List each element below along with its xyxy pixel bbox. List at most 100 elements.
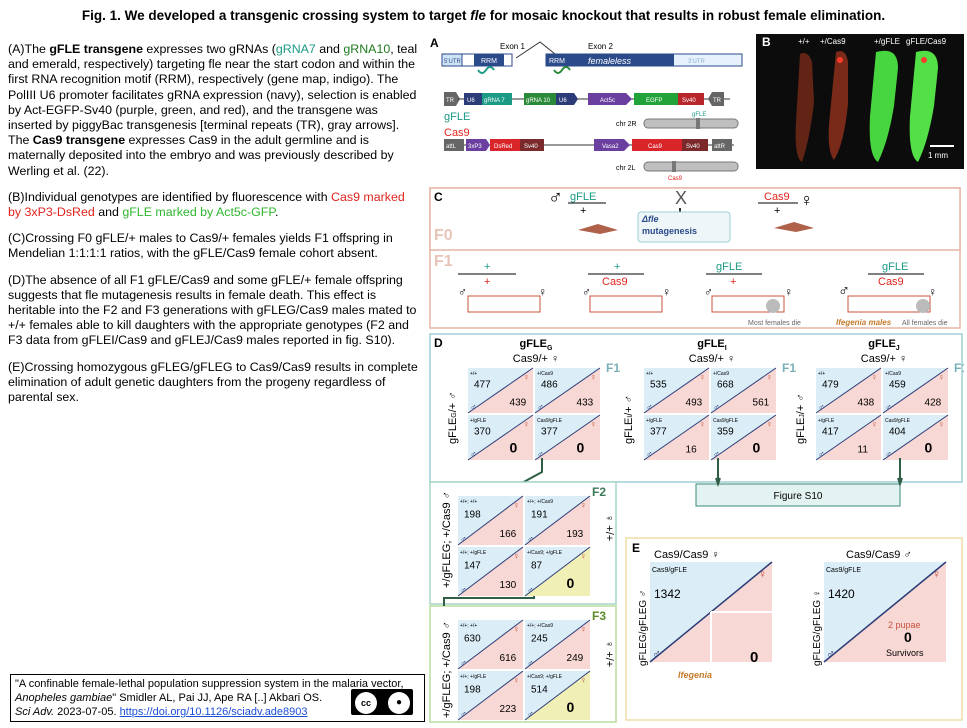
svg-text:♀: ♀ <box>662 285 671 299</box>
male-symbol: ♂ <box>548 187 563 209</box>
cas9-construct-label: Cas9 <box>444 127 470 139</box>
f2-male-br: 87 <box>531 560 543 571</box>
act5c-box: Act5c <box>600 98 615 104</box>
f1-c2-bot: Cas9 <box>602 276 628 288</box>
f1-header-0: gFLEG <box>520 338 554 352</box>
svg-text:♂: ♂ <box>460 534 467 544</box>
legend-a: (A)The gFLE transgene expresses two gRNA… <box>8 42 418 178</box>
cas9-box: Cas9 <box>648 144 663 150</box>
mutagenesis-label: mutagenesis <box>642 226 697 236</box>
f1-0-geno-tr: +/Cas9 <box>537 371 553 377</box>
f1-1-geno-tl: +/+ <box>646 371 653 377</box>
f1-y-label-2: gFLEJ/+ ♂ <box>795 393 807 444</box>
svg-text:♂: ♂ <box>527 585 534 595</box>
f1-0-geno-br: Cas9/gFLE <box>537 418 563 424</box>
figure-legend: (A)The gFLE transgene expresses two gRNA… <box>8 42 418 416</box>
svg-text:♀: ♀ <box>938 372 945 382</box>
svg-text:♀: ♀ <box>766 372 773 382</box>
chr2l-label: chr 2L <box>616 165 636 172</box>
svg-text:♀: ♀ <box>938 419 945 429</box>
svg-text:♀: ♀ <box>580 624 587 634</box>
svg-text:♂: ♂ <box>527 658 534 668</box>
f1-label: F1 <box>434 253 453 270</box>
cc-by-license-badge: cc ● <box>351 689 413 715</box>
dfle-label: Δfle <box>641 214 659 224</box>
svg-text:F1: F1 <box>782 361 796 375</box>
f3-geno-bl: +/+; +/gFLE <box>460 674 487 680</box>
svg-text:F1: F1 <box>954 361 964 375</box>
cross-x: X <box>675 188 687 208</box>
f1-header-2: gFLEJ <box>868 338 900 352</box>
rrm1-box <box>474 54 504 66</box>
f1-1-female-br: 0 <box>753 440 761 456</box>
grna7-box: gRNA 7 <box>484 98 505 104</box>
svg-text:♂: ♂ <box>460 709 467 719</box>
svg-text:♀: ♀ <box>758 567 767 581</box>
f1-0-geno-tl: +/+ <box>470 371 477 377</box>
f0-male-plus: + <box>580 205 586 217</box>
f1-2-female-br: 0 <box>925 440 933 456</box>
panel-e-label: E <box>632 541 640 555</box>
f1-2-male-tr: 459 <box>889 380 906 391</box>
utr5-label: 5'UTR <box>444 59 461 65</box>
f1-1-geno-bl: +/gFLE <box>646 418 663 424</box>
legend-d: (D)The absence of all F1 gFLE/Cas9 and s… <box>8 272 417 348</box>
panel-d-label: D <box>434 336 443 350</box>
grna7-target-mark <box>477 66 495 74</box>
svg-text:♂: ♂ <box>818 449 825 459</box>
svg-text:♂: ♂ <box>537 449 544 459</box>
f1-0-male-br: 377 <box>541 427 558 438</box>
larva-gfle-cas9 <box>909 50 938 162</box>
f3-geno-tl: +/+; +/+ <box>460 623 477 629</box>
f1-c2-top: + <box>614 261 620 273</box>
doi-link[interactable]: https://doi.org/10.1126/sciadv.ade8903 <box>119 706 308 718</box>
f0-male-gfle: gFLE <box>570 191 596 203</box>
genotype-cas9: +/Cas9 <box>820 37 846 46</box>
e-grid-left: Cas9/gFLE 1342 0 ♀ ♂ Ifegenia <box>649 561 773 680</box>
f2-female-tr: 193 <box>567 529 584 540</box>
f2-male-bl: 147 <box>464 560 481 571</box>
sv40a-box: Sv40 <box>682 98 696 104</box>
f3-geno-br: +/Cas9; +/gFLE <box>527 674 563 680</box>
svg-text:F1: F1 <box>606 361 620 375</box>
f2-female-tl: 166 <box>500 529 517 540</box>
f2-label: F2 <box>592 485 606 499</box>
svg-text:♂: ♂ <box>458 285 467 299</box>
svg-text:♂: ♂ <box>537 402 544 412</box>
rrm2-label: RRM <box>549 58 565 65</box>
svg-text:♀: ♀ <box>523 372 530 382</box>
f1-0-male-tr: 486 <box>541 380 558 391</box>
f1-2-geno-bl: +/gFLE <box>818 418 835 424</box>
figure-panels: A Exon 1 Exon 2 5'UTR RRM RRM femaleless… <box>428 34 964 724</box>
gfle-construct-label: gFLE <box>444 111 470 123</box>
f2-geno-bl: +/+; +/gFLE <box>460 550 487 556</box>
e-header-left: Cas9/Cas9 ♀ <box>654 549 720 561</box>
svg-text:♂: ♂ <box>826 647 835 661</box>
e-header-right: Cas9/Cas9 ♂ <box>846 549 912 561</box>
panel-c-cross: C F0 F1 ♂ gFLE + X Δfle mutagenesis Cas9… <box>429 187 961 329</box>
vasa2-box: Vasa2 <box>602 144 619 150</box>
figure-title: Fig. 1. We developed a transgenic crossi… <box>81 8 886 23</box>
f1-0-female-tr: 433 <box>577 398 594 409</box>
svg-text:♀: ♀ <box>928 285 937 299</box>
f1-c1-top: + <box>484 261 490 273</box>
f1-header-cross-0: Cas9/+ ♀ <box>513 353 559 365</box>
dsred-box: DsRed <box>494 144 512 150</box>
genotype-gfle-cas9: gFLE/Cas9 <box>906 37 947 46</box>
e-y-right: gFLEG/gFLEG ♀ <box>812 590 823 666</box>
f3-male-tr: 245 <box>531 633 548 644</box>
panel-b-label: B <box>762 35 771 49</box>
f2-geno-br: +/Cas9; +/gFLE <box>527 550 563 556</box>
attl: attL <box>446 144 457 150</box>
f1-0-female-bl: 0 <box>510 440 518 456</box>
cas9-construct: Cas9 attL 3xP3 DsRed Sv40 Vasa2 Cas9 Sv4… <box>444 127 739 182</box>
svg-text:♂: ♂ <box>818 402 825 412</box>
mosquito-female-icon <box>774 222 814 232</box>
svg-text:♀: ♀ <box>590 419 597 429</box>
f1-1-geno-tr: +/Cas9 <box>713 371 729 377</box>
f1-2-geno-tl: +/+ <box>818 371 825 377</box>
svg-text:♂: ♂ <box>704 285 713 299</box>
f1-1-male-bl: 377 <box>650 427 667 438</box>
e-y-left: gFLEG/gFLEG ♂ <box>638 590 649 666</box>
